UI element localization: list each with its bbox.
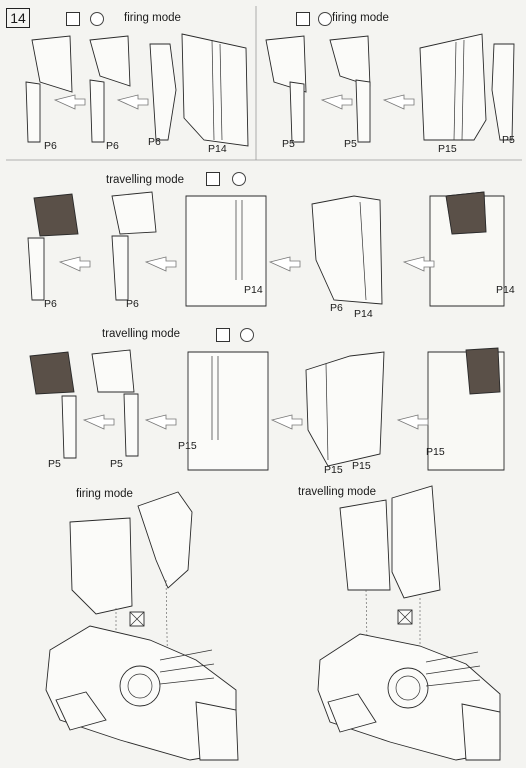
travelling-mode-label: travelling mode (106, 174, 184, 186)
step-number: 14 (6, 8, 30, 28)
part-label: P5 (502, 134, 515, 146)
part-label: P14 (496, 284, 515, 296)
shield-right (137, 491, 193, 589)
vehicle-icon (232, 172, 246, 186)
main-shield-p15 (187, 351, 269, 471)
shield-top-p15 (465, 347, 501, 395)
part-label: P6 (148, 136, 161, 148)
shield-plate-p6 (89, 35, 131, 87)
part-label: P14 (244, 284, 263, 296)
paint-icon (318, 12, 332, 26)
part-label: P5 (282, 138, 295, 150)
part-label: P14 (354, 308, 373, 320)
glue-icon (66, 12, 80, 26)
shield-support-p6 (111, 235, 129, 301)
part-label: P15 (426, 446, 445, 458)
part-label: P15 (324, 464, 343, 476)
shield-support-p5 (355, 79, 371, 143)
firing-mode-label-right: firing mode (332, 12, 389, 24)
shield-travel-right (391, 485, 441, 599)
shield-support-p6 (25, 81, 41, 143)
shield-top-p6 (111, 191, 157, 235)
shield-plate-p6 (31, 35, 73, 93)
part-label: P15 (178, 440, 197, 452)
shield-top-p5 (91, 349, 135, 393)
shield-support-p5 (61, 395, 77, 459)
shield-support-p5 (123, 393, 139, 457)
glue-icon (216, 328, 230, 342)
part-label: P5 (110, 458, 123, 470)
part-label: P6 (126, 298, 139, 310)
side-plate-p5 (491, 43, 515, 141)
part-label: P6 (330, 302, 343, 314)
shield-plate-p5 (265, 35, 307, 93)
part-label: P15 (352, 460, 371, 472)
main-shield-p14 (181, 33, 249, 147)
main-shield-p14 (185, 195, 267, 307)
shield-support-p6 (27, 237, 45, 301)
paint-icon (90, 12, 104, 26)
travelling-mode-label: travelling mode (298, 486, 376, 498)
shield-assembly-p15 (305, 351, 385, 467)
shield-top-p6 (33, 193, 79, 237)
part-label: P14 (208, 143, 227, 155)
shield-support-p6 (89, 79, 105, 143)
travelling-mode-label: travelling mode (102, 328, 180, 340)
part-label: P6 (44, 298, 57, 310)
shield-top-p5 (29, 351, 75, 395)
firing-mode-label-left: firing mode (124, 12, 181, 24)
part-label: P5 (48, 458, 61, 470)
part-label: P6 (44, 140, 57, 152)
firing-mode-label: firing mode (76, 488, 133, 500)
part-label: P5 (344, 138, 357, 150)
part-label: P6 (106, 140, 119, 152)
shield-support-p5 (289, 81, 305, 143)
part-label: P15 (438, 143, 457, 155)
glue-icon (206, 172, 220, 186)
glue-icon (296, 12, 310, 26)
side-plate-p6 (149, 43, 177, 141)
shield-left (69, 517, 133, 615)
shield-travel-left (339, 499, 391, 591)
main-shield-p15 (419, 33, 487, 141)
vehicle-icon (240, 328, 254, 342)
